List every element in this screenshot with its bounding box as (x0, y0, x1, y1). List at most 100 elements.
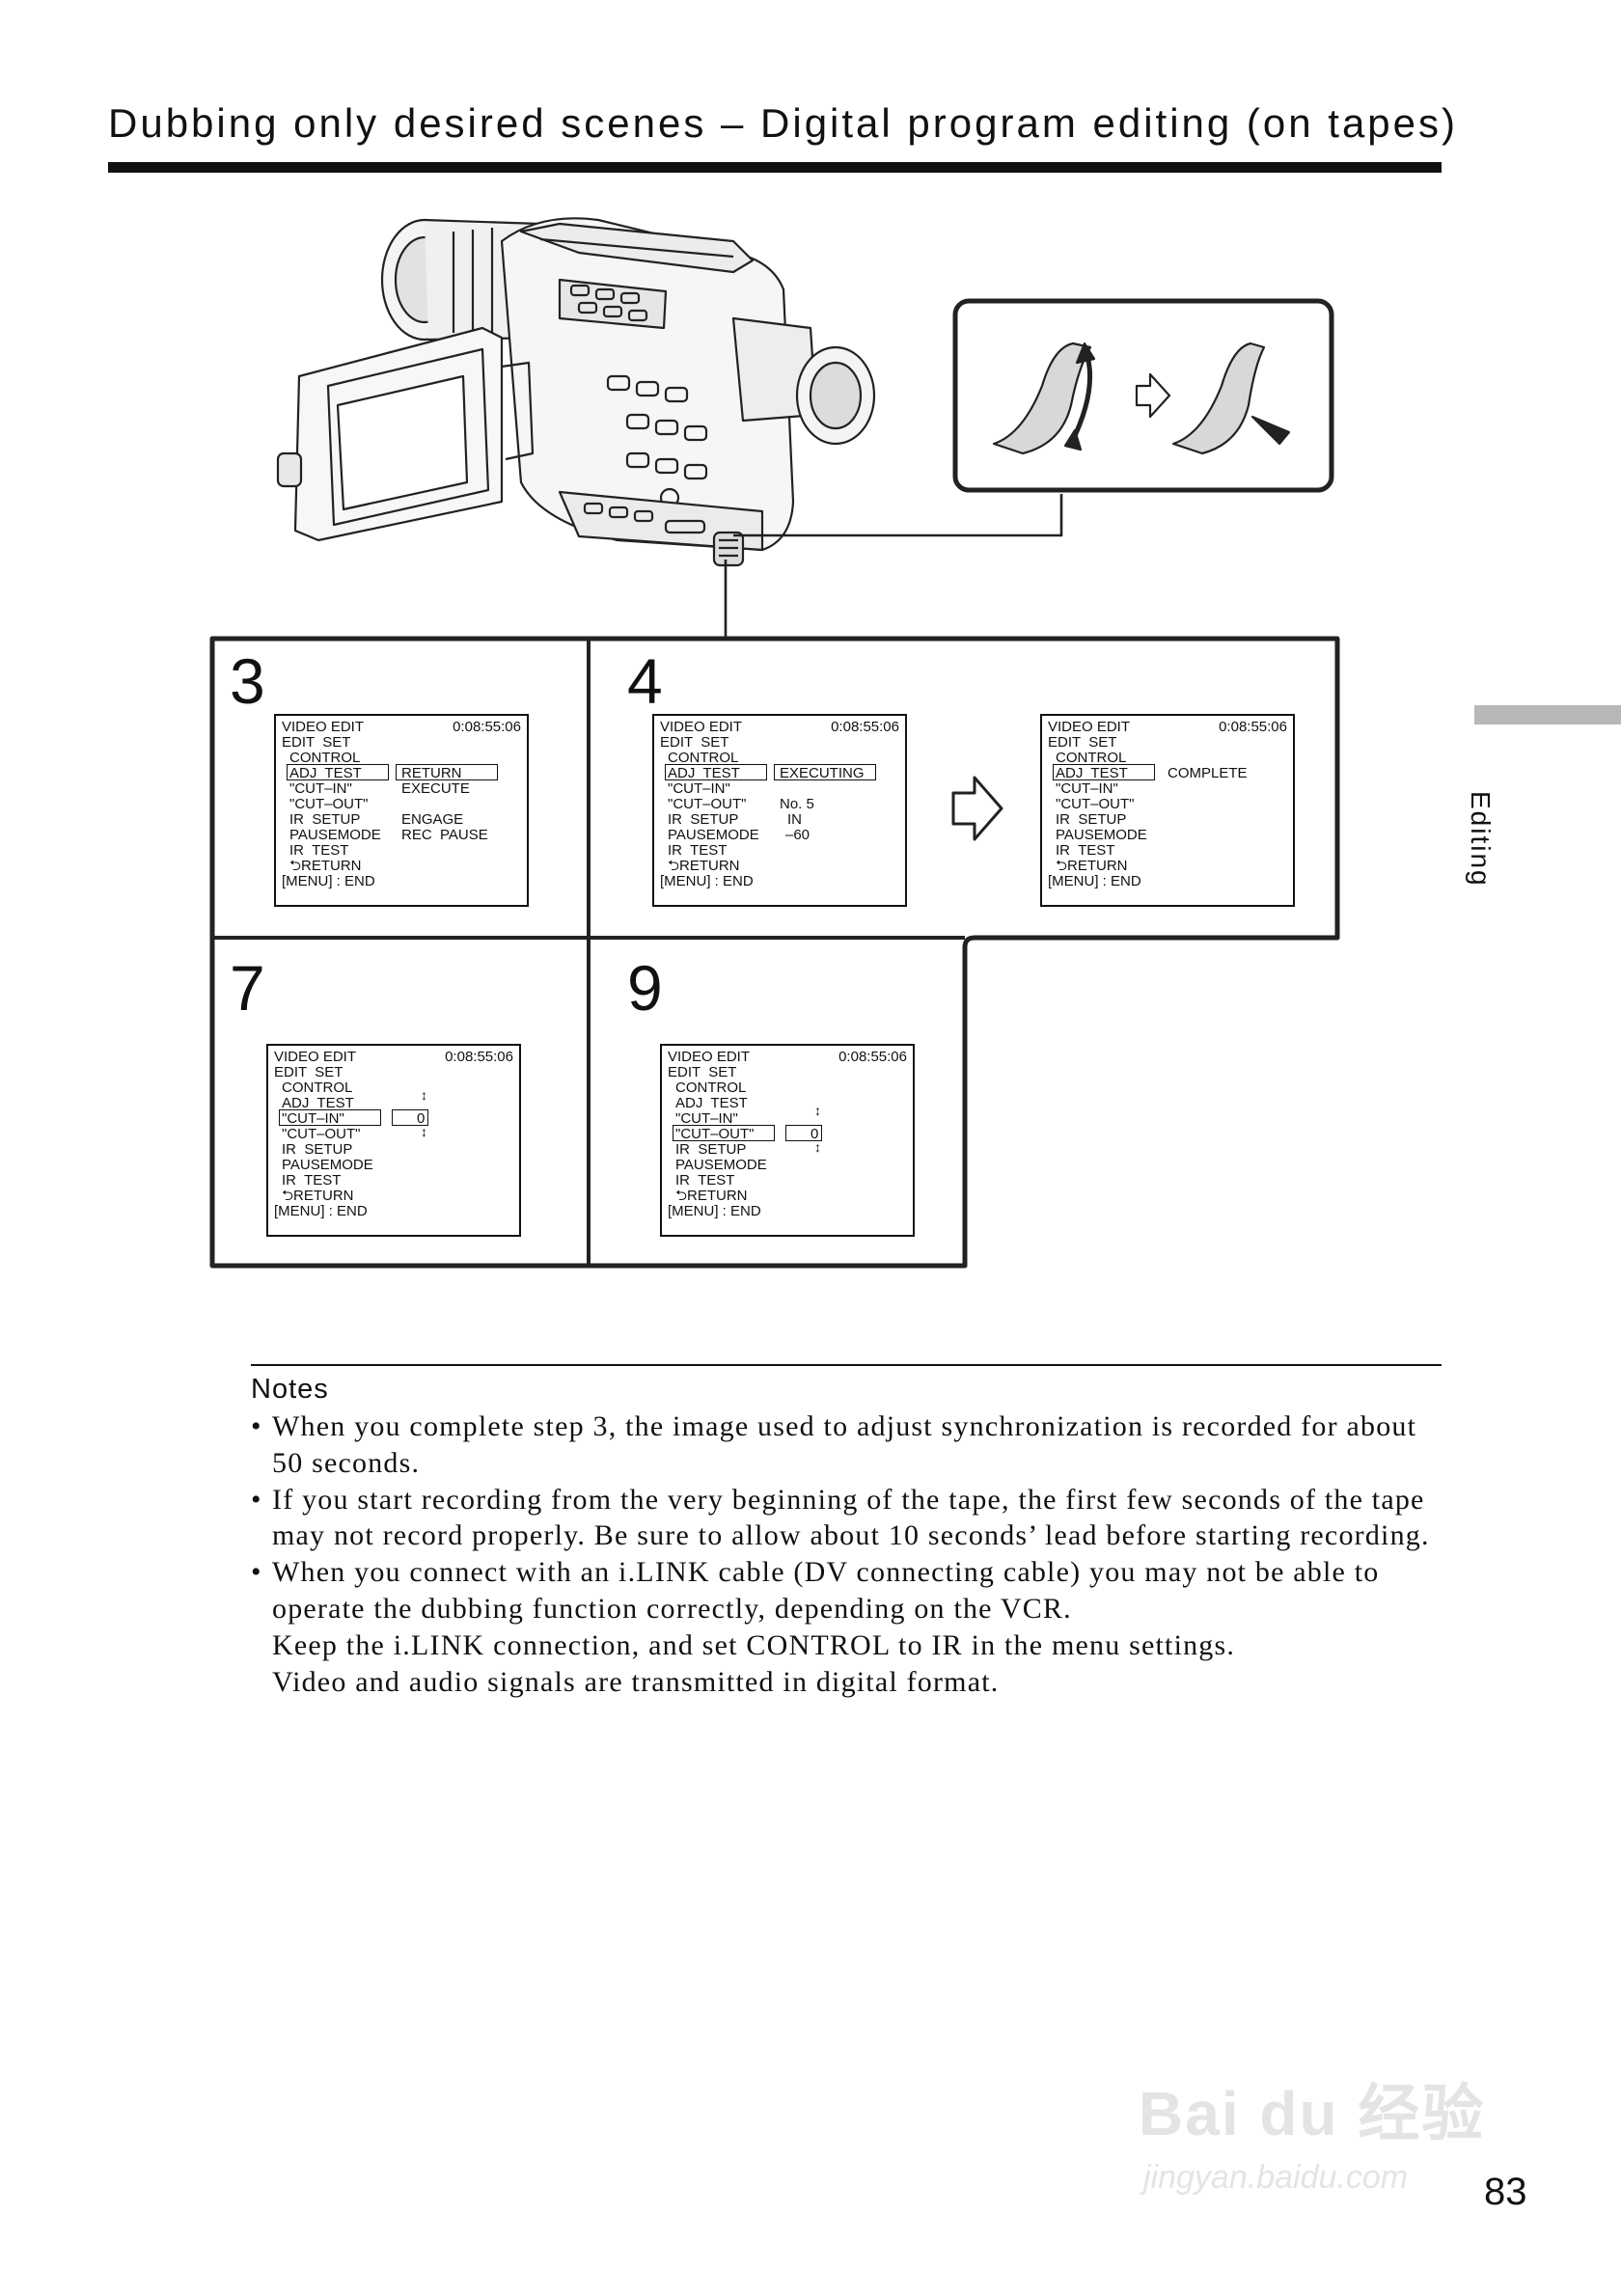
menu-item-return: ⮌RETURN (668, 858, 740, 874)
down-arrow-icon: ↕ (421, 1124, 427, 1139)
selection-box (1053, 764, 1155, 780)
notes-rule (251, 1364, 1442, 1366)
menu-screen-step4: VIDEO EDIT 0:08:55:06 EDIT SET CONTROL A… (652, 714, 907, 907)
menu-item-ir-setup: IR SETUP (1056, 811, 1127, 828)
menu-item-ir-setup: IR SETUP (289, 811, 361, 828)
menu-end: [MENU] : END (668, 1203, 761, 1219)
screen-timecode: 0:08:55:06 (445, 1049, 513, 1065)
step-number-9: 9 (627, 952, 663, 1024)
menu-item-ir-setup: IR SETUP (282, 1141, 353, 1158)
executing-box (774, 764, 876, 780)
cut-out-value: 0 (810, 1126, 819, 1142)
menu-item-pausemode: PAUSEMODE (675, 1157, 767, 1173)
return-arrow-icon: ⮌ (668, 858, 680, 874)
down-arrow-icon: ↕ (814, 1139, 821, 1155)
menu-item-adj-test: ADJ TEST (1056, 765, 1128, 781)
bullet-icon: • (251, 1410, 262, 1442)
menu-item-cut-out: "CUT–OUT" (675, 1126, 755, 1142)
dial-turn-illustration (992, 342, 1291, 455)
menu-item-edit-set: EDIT SET (668, 1064, 737, 1080)
bullet-icon: • (251, 1483, 262, 1516)
selection-box (665, 764, 767, 780)
menu-item-control: CONTROL (289, 750, 361, 766)
menu-item-pausemode: PAUSEMODE (289, 827, 381, 843)
screen-timecode: 0:08:55:06 (838, 1049, 907, 1065)
option-box (396, 764, 498, 780)
return-arrow-icon: ⮌ (289, 858, 302, 874)
status-executing: EXECUTING (780, 765, 865, 781)
notes-list: •When you complete step 3, the image use… (251, 1408, 1447, 1700)
menu-item-cut-out: "CUT–OUT" (1056, 796, 1135, 812)
menu-item-ir-test: IR TEST (282, 1172, 342, 1189)
menu-item-cut-in: "CUT–IN" (289, 780, 352, 797)
screen-timecode: 0:08:55:06 (1219, 719, 1287, 735)
screen-header: VIDEO EDIT (668, 1049, 751, 1065)
menu-screen-step7: VIDEO EDIT 0:08:55:06 EDIT SET CONTROL A… (266, 1044, 521, 1237)
menu-item-return: ⮌RETURN (1056, 858, 1128, 874)
screen-timecode: 0:08:55:06 (453, 719, 521, 735)
page-number: 83 (1484, 2171, 1527, 2213)
camcorder-illustration (276, 217, 876, 567)
cut-in-value: 0 (417, 1110, 426, 1127)
diagram-artwork (209, 217, 1340, 1269)
menu-item-adj-test: ADJ TEST (282, 1095, 354, 1111)
option-return: RETURN (401, 765, 462, 781)
screen-header: VIDEO EDIT (274, 1049, 357, 1065)
note-item: •When you connect with an i.LINK cable (… (251, 1556, 1380, 1625)
menu-item-cut-out: "CUT–OUT" (289, 796, 369, 812)
screen-timecode: 0:08:55:06 (831, 719, 899, 735)
menu-item-return: ⮌RETURN (282, 1188, 354, 1204)
menu-item-return: ⮌RETURN (289, 858, 362, 874)
menu-screen-complete: VIDEO EDIT 0:08:55:06 EDIT SET CONTROL A… (1040, 714, 1295, 907)
option-rec-pause: REC PAUSE (401, 827, 488, 843)
menu-item-cut-in: "CUT–IN" (1056, 780, 1118, 797)
step-number-4: 4 (627, 645, 663, 717)
menu-item-cut-in: "CUT–IN" (668, 780, 730, 797)
screen-header: VIDEO EDIT (660, 719, 743, 735)
option-engage: ENGAGE (401, 811, 464, 828)
menu-item-pausemode: PAUSEMODE (282, 1157, 373, 1173)
menu-end: [MENU] : END (660, 873, 754, 889)
step-number-3: 3 (230, 645, 265, 717)
step-number-7: 7 (230, 952, 265, 1024)
menu-item-adj-test: ADJ TEST (289, 765, 362, 781)
note-extra-line: Video and audio signals are transmitted … (272, 1665, 1000, 1698)
return-arrow-icon: ⮌ (1056, 858, 1068, 874)
menu-item-ir-test: IR TEST (668, 842, 728, 859)
menu-item-control: CONTROL (668, 750, 739, 766)
menu-item-pausemode: PAUSEMODE (1056, 827, 1147, 843)
watermark-url: jingyan.baidu.com (1143, 2159, 1409, 2196)
up-arrow-icon: ↕ (421, 1087, 427, 1103)
value-number: No. 5 (780, 796, 814, 812)
value-box (785, 1125, 822, 1141)
value-offset: –60 (785, 827, 810, 843)
note-item: •If you start recording from the very be… (251, 1483, 1430, 1552)
menu-end: [MENU] : END (274, 1203, 368, 1219)
menu-screen-step3: VIDEO EDIT 0:08:55:06 EDIT SET CONTROL A… (274, 714, 529, 907)
menu-screen-step9: VIDEO EDIT 0:08:55:06 EDIT SET CONTROL A… (660, 1044, 915, 1237)
watermark-brand: Bai du 经验 (1139, 2079, 1486, 2148)
menu-item-ir-test: IR TEST (675, 1172, 735, 1189)
menu-item-cut-in: "CUT–IN" (675, 1110, 738, 1127)
menu-item-control: CONTROL (282, 1080, 353, 1096)
menu-item-edit-set: EDIT SET (274, 1064, 343, 1080)
up-arrow-icon: ↕ (814, 1103, 821, 1118)
page-title: Dubbing only desired scenes – Digital pr… (108, 100, 1459, 146)
note-extra-line: Keep the i.LINK connection, and set CONT… (272, 1628, 1236, 1661)
screen-header: VIDEO EDIT (1048, 719, 1131, 735)
menu-item-ir-setup: IR SETUP (668, 811, 739, 828)
menu-item-edit-set: EDIT SET (1048, 734, 1117, 751)
menu-item-cut-out: "CUT–OUT" (668, 796, 747, 812)
value-in: IN (787, 811, 802, 828)
title-rule (108, 162, 1442, 173)
value-box (392, 1109, 428, 1126)
menu-end: [MENU] : END (1048, 873, 1141, 889)
bullet-icon: • (251, 1556, 262, 1589)
selection-box (279, 1109, 381, 1126)
return-arrow-icon: ⮌ (282, 1188, 294, 1204)
menu-item-ir-test: IR TEST (289, 842, 349, 859)
menu-item-adj-test: ADJ TEST (668, 765, 740, 781)
selection-box (673, 1125, 775, 1141)
menu-item-return: ⮌RETURN (675, 1188, 748, 1204)
option-execute: EXECUTE (401, 780, 470, 797)
